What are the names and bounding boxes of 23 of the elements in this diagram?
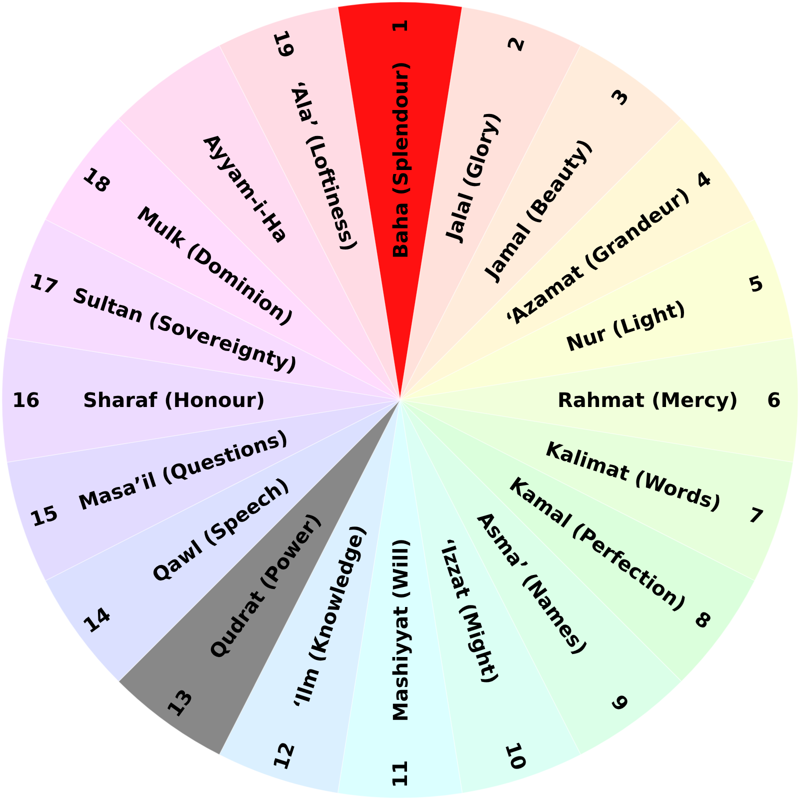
- segment-number: 15: [28, 500, 61, 530]
- segment-number: 2: [502, 34, 528, 54]
- segment-number: 7: [746, 502, 766, 528]
- segment-number: 8: [690, 606, 715, 633]
- segment-label: Sharaf (Honour): [83, 389, 266, 411]
- segment-number: 9: [606, 690, 633, 715]
- segment-number: 18: [80, 163, 116, 198]
- segment-label: Baha (Splendour): [389, 61, 412, 259]
- segment-label: Rahmat (Mercy): [558, 389, 738, 411]
- segment-number: 11: [388, 760, 411, 788]
- segment-number: 3: [606, 85, 633, 110]
- segment-number: 1: [388, 19, 411, 33]
- segment-label: Mashiyyat (Will): [389, 538, 412, 722]
- segment-number: 6: [767, 389, 781, 411]
- segment-number: 4: [690, 167, 715, 194]
- segment-number: 13: [163, 684, 198, 720]
- segment-number: 10: [500, 739, 530, 772]
- segment-number: 14: [80, 602, 116, 637]
- segment-number: 19: [270, 28, 300, 61]
- segment-number: 12: [270, 739, 300, 772]
- segment-number: 17: [28, 270, 61, 300]
- segment-number: 16: [12, 389, 40, 411]
- segment-number: 5: [746, 272, 766, 298]
